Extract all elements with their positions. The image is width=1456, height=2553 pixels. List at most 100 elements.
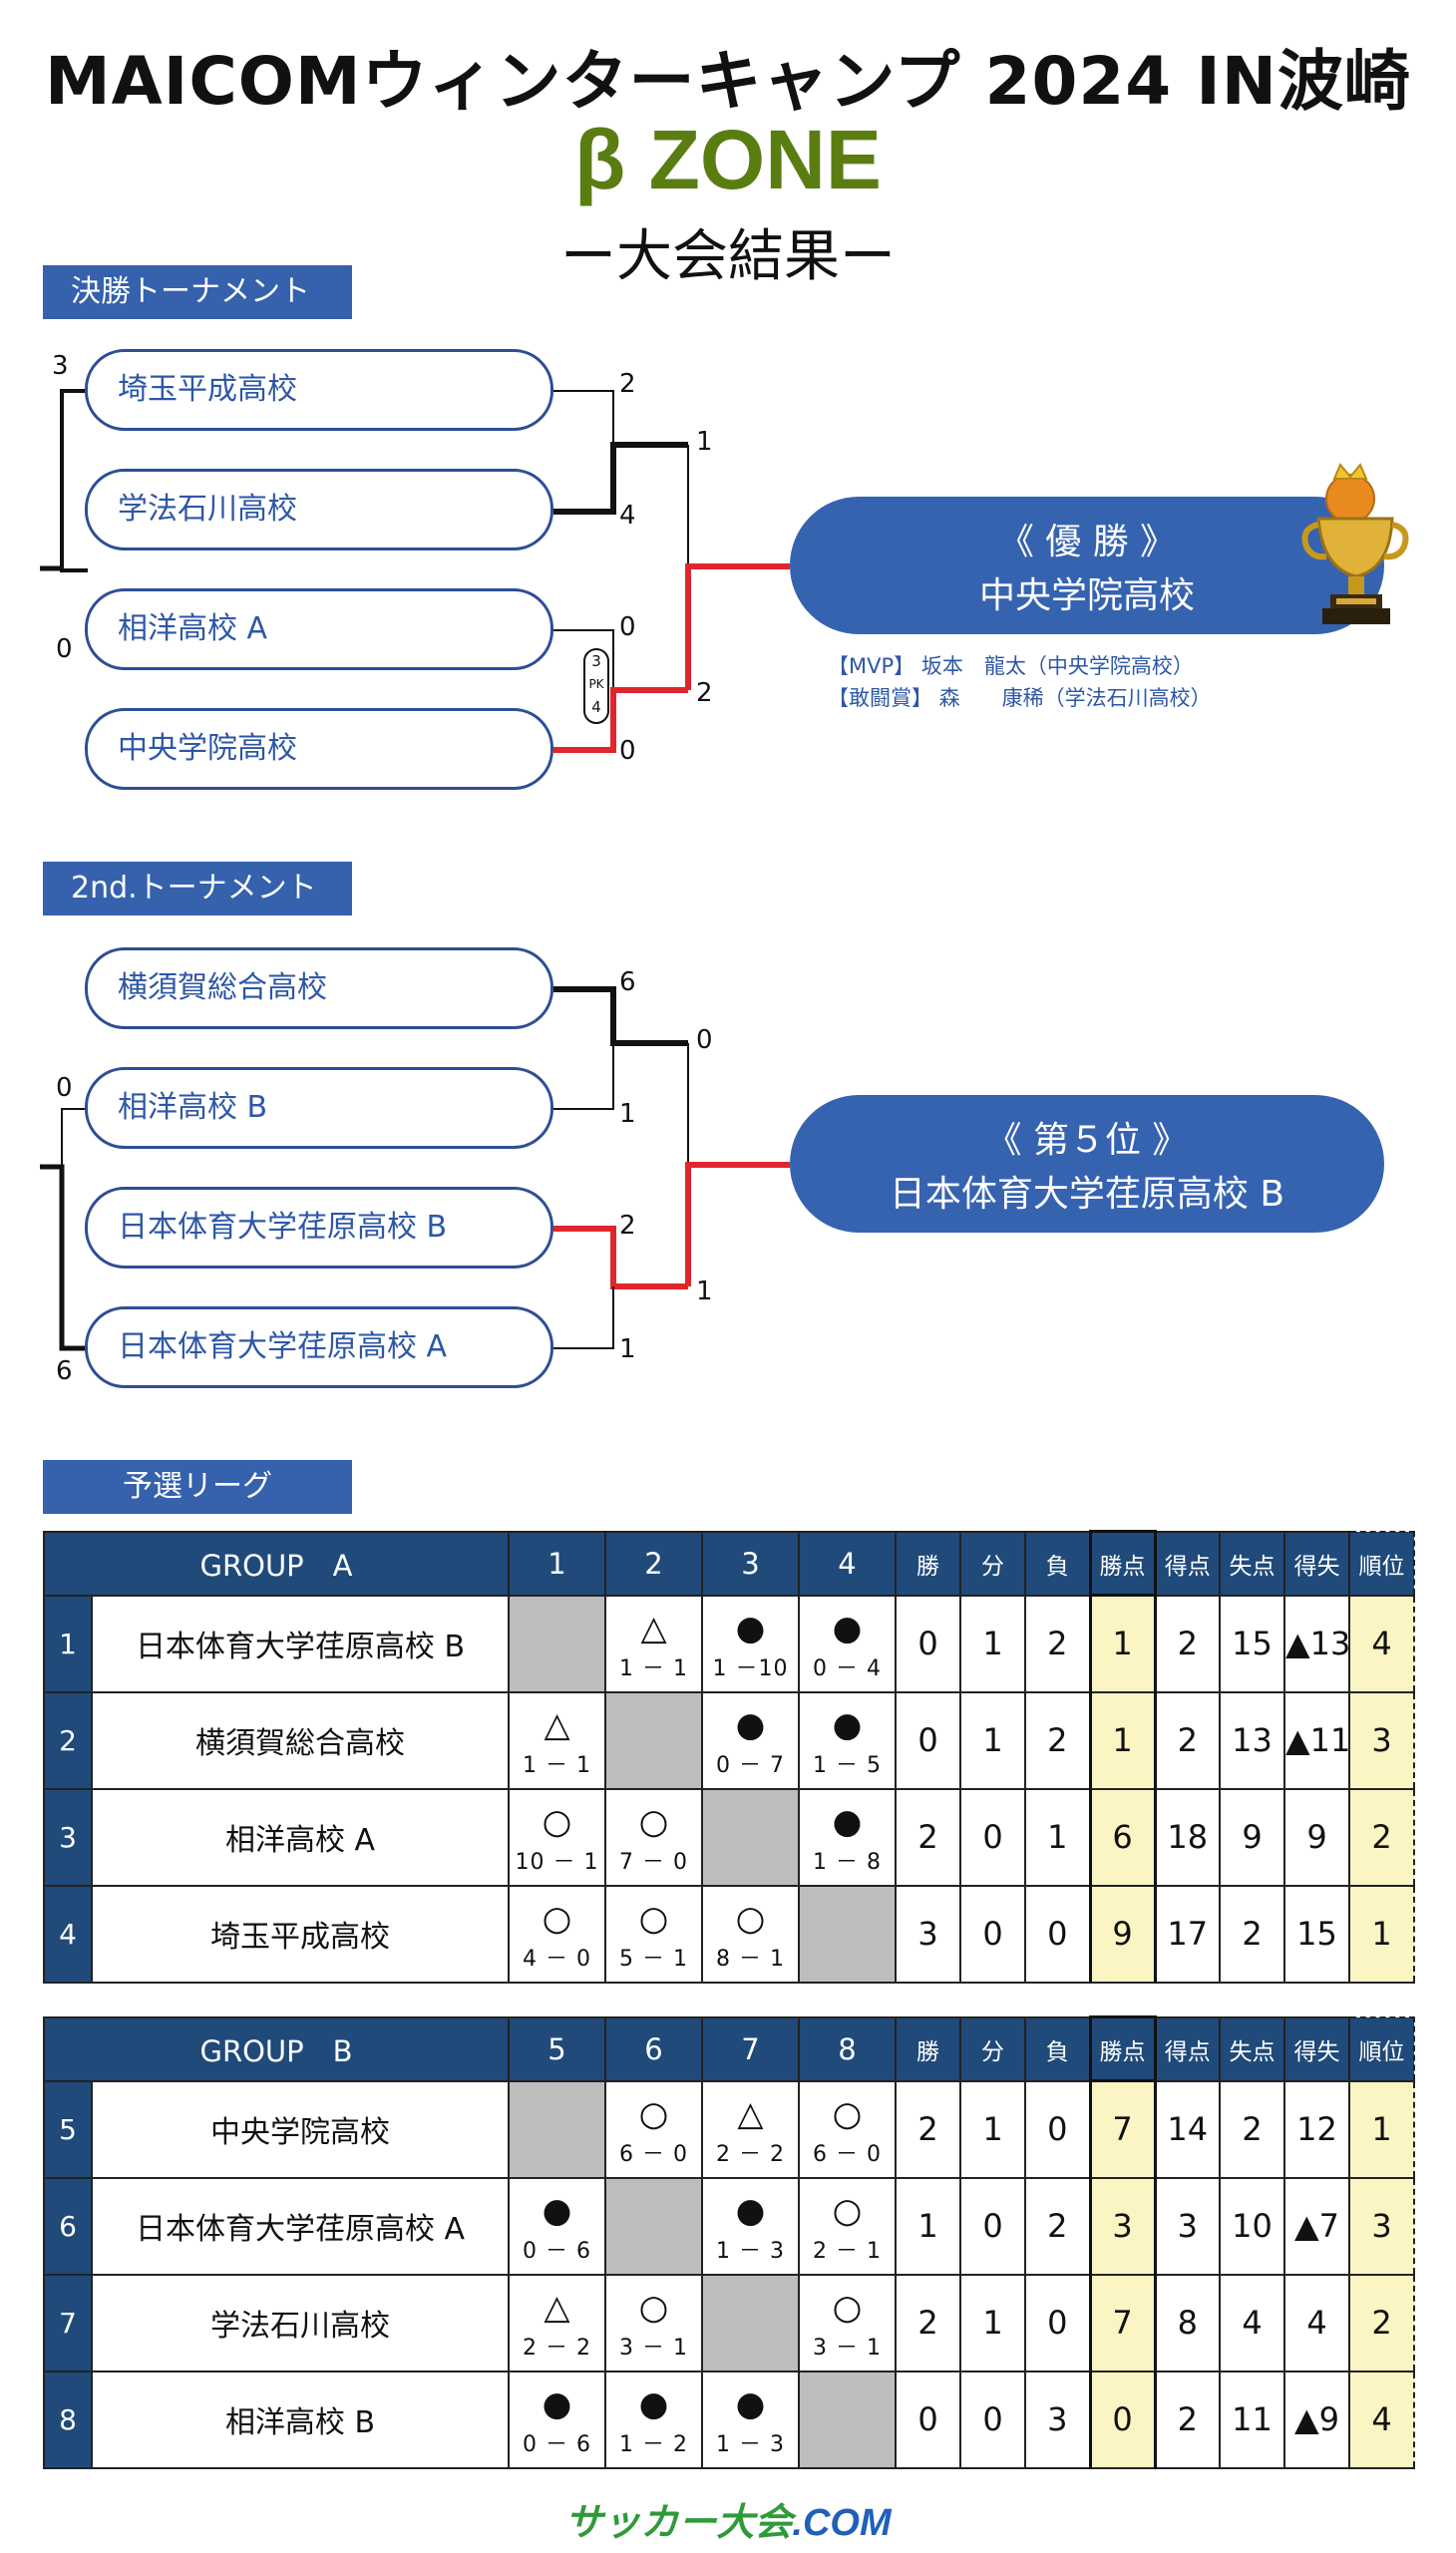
result-mark: △ — [544, 2288, 570, 2328]
stat-cell: 0 — [1024, 2079, 1091, 2179]
second-tournament-label: 2nd.トーナメント — [43, 862, 352, 915]
match-score: 2 － 2 — [523, 2336, 591, 2361]
team-name: 相洋高校 B — [91, 2370, 510, 2469]
final-m1-winner — [553, 442, 688, 515]
self-match-cell — [508, 1594, 607, 1693]
final-pk-badge: 3 PK 4 — [583, 648, 609, 724]
team-number: 8 — [43, 2370, 93, 2469]
match-result-cell: ●1 － 3 — [701, 2176, 800, 2276]
second-score-m2-top: 2 — [619, 1211, 636, 1241]
self-match-cell — [604, 1690, 704, 1790]
result-mark: ○ — [638, 2094, 669, 2134]
stat-cell: 3 — [1024, 2370, 1091, 2469]
result-mark: △ — [640, 1609, 667, 1648]
match-result-cell: ○4 － 0 — [508, 1884, 607, 1984]
result-mark: ○ — [638, 1802, 669, 1842]
second-team-4: 日本体育大学荏原高校 A — [85, 1306, 553, 1388]
stat-cell: 0 — [959, 2370, 1026, 2469]
team-name: 日本体育大学荏原高校 B — [90, 1594, 511, 1693]
stat-cell: 0 — [959, 2176, 1026, 2276]
team-name: 学法石川高校 — [91, 2273, 510, 2372]
stat-col-header: 勝 — [895, 1530, 962, 1597]
stat-cell: 0 — [1088, 2370, 1157, 2469]
stat-cell: 2 — [1024, 2176, 1091, 2276]
final-tournament-label: 決勝トーナメント — [43, 265, 352, 319]
stat-col-header: 勝点 — [1088, 2015, 1157, 2082]
second-m2-bottom — [553, 1286, 614, 1349]
result-mark: ○ — [832, 2094, 863, 2134]
final-score-left-top: 3 — [52, 351, 69, 381]
match-score: 8 － 1 — [716, 1947, 785, 1972]
champion-team: 中央学院高校 — [978, 575, 1195, 616]
result-mark: △ — [544, 1705, 570, 1745]
stat-cell: 11 — [1219, 2370, 1285, 2469]
self-match-cell — [508, 2079, 606, 2179]
stat-cell: 3 — [895, 1884, 962, 1984]
stat-cell: 4 — [1348, 2370, 1415, 2469]
final-pk-top: 3 — [591, 652, 601, 670]
stat-col-header: 負 — [1024, 1530, 1092, 1597]
result-mark: ● — [542, 2384, 572, 2424]
results-subtitle: ー大会結果ー — [560, 224, 896, 289]
final-score-final-top: 1 — [696, 427, 713, 457]
result-mark: ● — [832, 1609, 863, 1648]
team-name: 埼玉平成高校 — [90, 1884, 511, 1984]
result-mark: ○ — [638, 2288, 669, 2328]
stat-col-header: 失点 — [1219, 1530, 1286, 1597]
match-result-cell: ○2 － 1 — [798, 2176, 897, 2276]
stat-cell: 8 — [1154, 2273, 1221, 2372]
match-result-cell: ●1 －10 — [701, 1594, 801, 1693]
result-mark: ● — [735, 2191, 766, 2231]
award-mvp: 【MVP】 坂本 龍太（中央学院高校） — [828, 654, 1194, 678]
main-title: MAICOMウィンターキャンプ 2024 IN波崎 — [45, 43, 1411, 120]
second-score-m2-bottom: 1 — [619, 1334, 636, 1364]
final-m2-winner — [553, 687, 688, 753]
stat-cell: 0 — [895, 1594, 962, 1693]
stat-cell: 1 — [959, 2273, 1026, 2372]
match-result-cell: ○8 － 1 — [701, 1884, 801, 1984]
team-number: 1 — [43, 1594, 93, 1693]
stat-cell: 1 — [1088, 1690, 1157, 1790]
match-result-cell: △2 － 2 — [701, 2079, 800, 2179]
final-score-final-bottom: 2 — [696, 678, 713, 708]
fifth-place-team: 日本体育大学荏原高校 B — [889, 1174, 1285, 1215]
stat-cell: 1 — [1348, 1884, 1416, 1984]
match-result-cell: △1 － 1 — [604, 1594, 704, 1693]
stat-cell: 17 — [1154, 1884, 1222, 1984]
stat-cell: 1 — [959, 1594, 1027, 1693]
match-result-cell: ●0 － 6 — [508, 2176, 606, 2276]
footer-logo-main: サッカー大会 — [564, 2502, 793, 2544]
opponent-col-header: 6 — [604, 2015, 703, 2082]
team-number: 4 — [43, 1884, 93, 1984]
stat-col-header: 勝点 — [1088, 1530, 1157, 1597]
stat-cell: 15 — [1219, 1594, 1286, 1693]
team-name: 日本体育大学荏原高校 A — [91, 2176, 510, 2276]
result-mark: ● — [832, 1705, 863, 1745]
second-m1-winner — [553, 986, 688, 1046]
stat-cell: 6 — [1088, 1787, 1157, 1887]
result-mark: ○ — [638, 1899, 669, 1939]
opponent-col-header: 3 — [701, 1530, 801, 1597]
second-team-3: 日本体育大学荏原高校 B — [85, 1187, 553, 1269]
result-mark: ○ — [832, 2288, 863, 2328]
second-bracket-lines — [40, 986, 790, 1351]
match-score: 1 － 5 — [813, 1753, 882, 1778]
final-pk-bottom: 4 — [591, 698, 601, 716]
match-result-cell: △1 － 1 — [508, 1690, 607, 1790]
match-result-cell: ●0 － 4 — [798, 1594, 898, 1693]
stat-cell: 13 — [1219, 1690, 1286, 1790]
result-mark: ○ — [542, 1802, 572, 1842]
stat-cell: 3 — [1088, 2176, 1157, 2276]
final-team-1: 埼玉平成高校 — [85, 349, 553, 431]
second-final-winner — [685, 1162, 790, 1286]
match-result-cell: ○ 7 － 0 — [604, 1787, 704, 1887]
stat-col-header: 順位 — [1348, 2015, 1415, 2082]
team-name: 横須賀総合高校 — [90, 1690, 511, 1790]
team-name: 中央学院高校 — [91, 2079, 510, 2179]
match-result-cell: ○10 － 1 — [508, 1787, 607, 1887]
stat-cell: 1 — [895, 2176, 961, 2276]
match-score: 7 － 0 — [619, 1850, 688, 1875]
match-result-cell: ●1 － 8 — [798, 1787, 898, 1887]
